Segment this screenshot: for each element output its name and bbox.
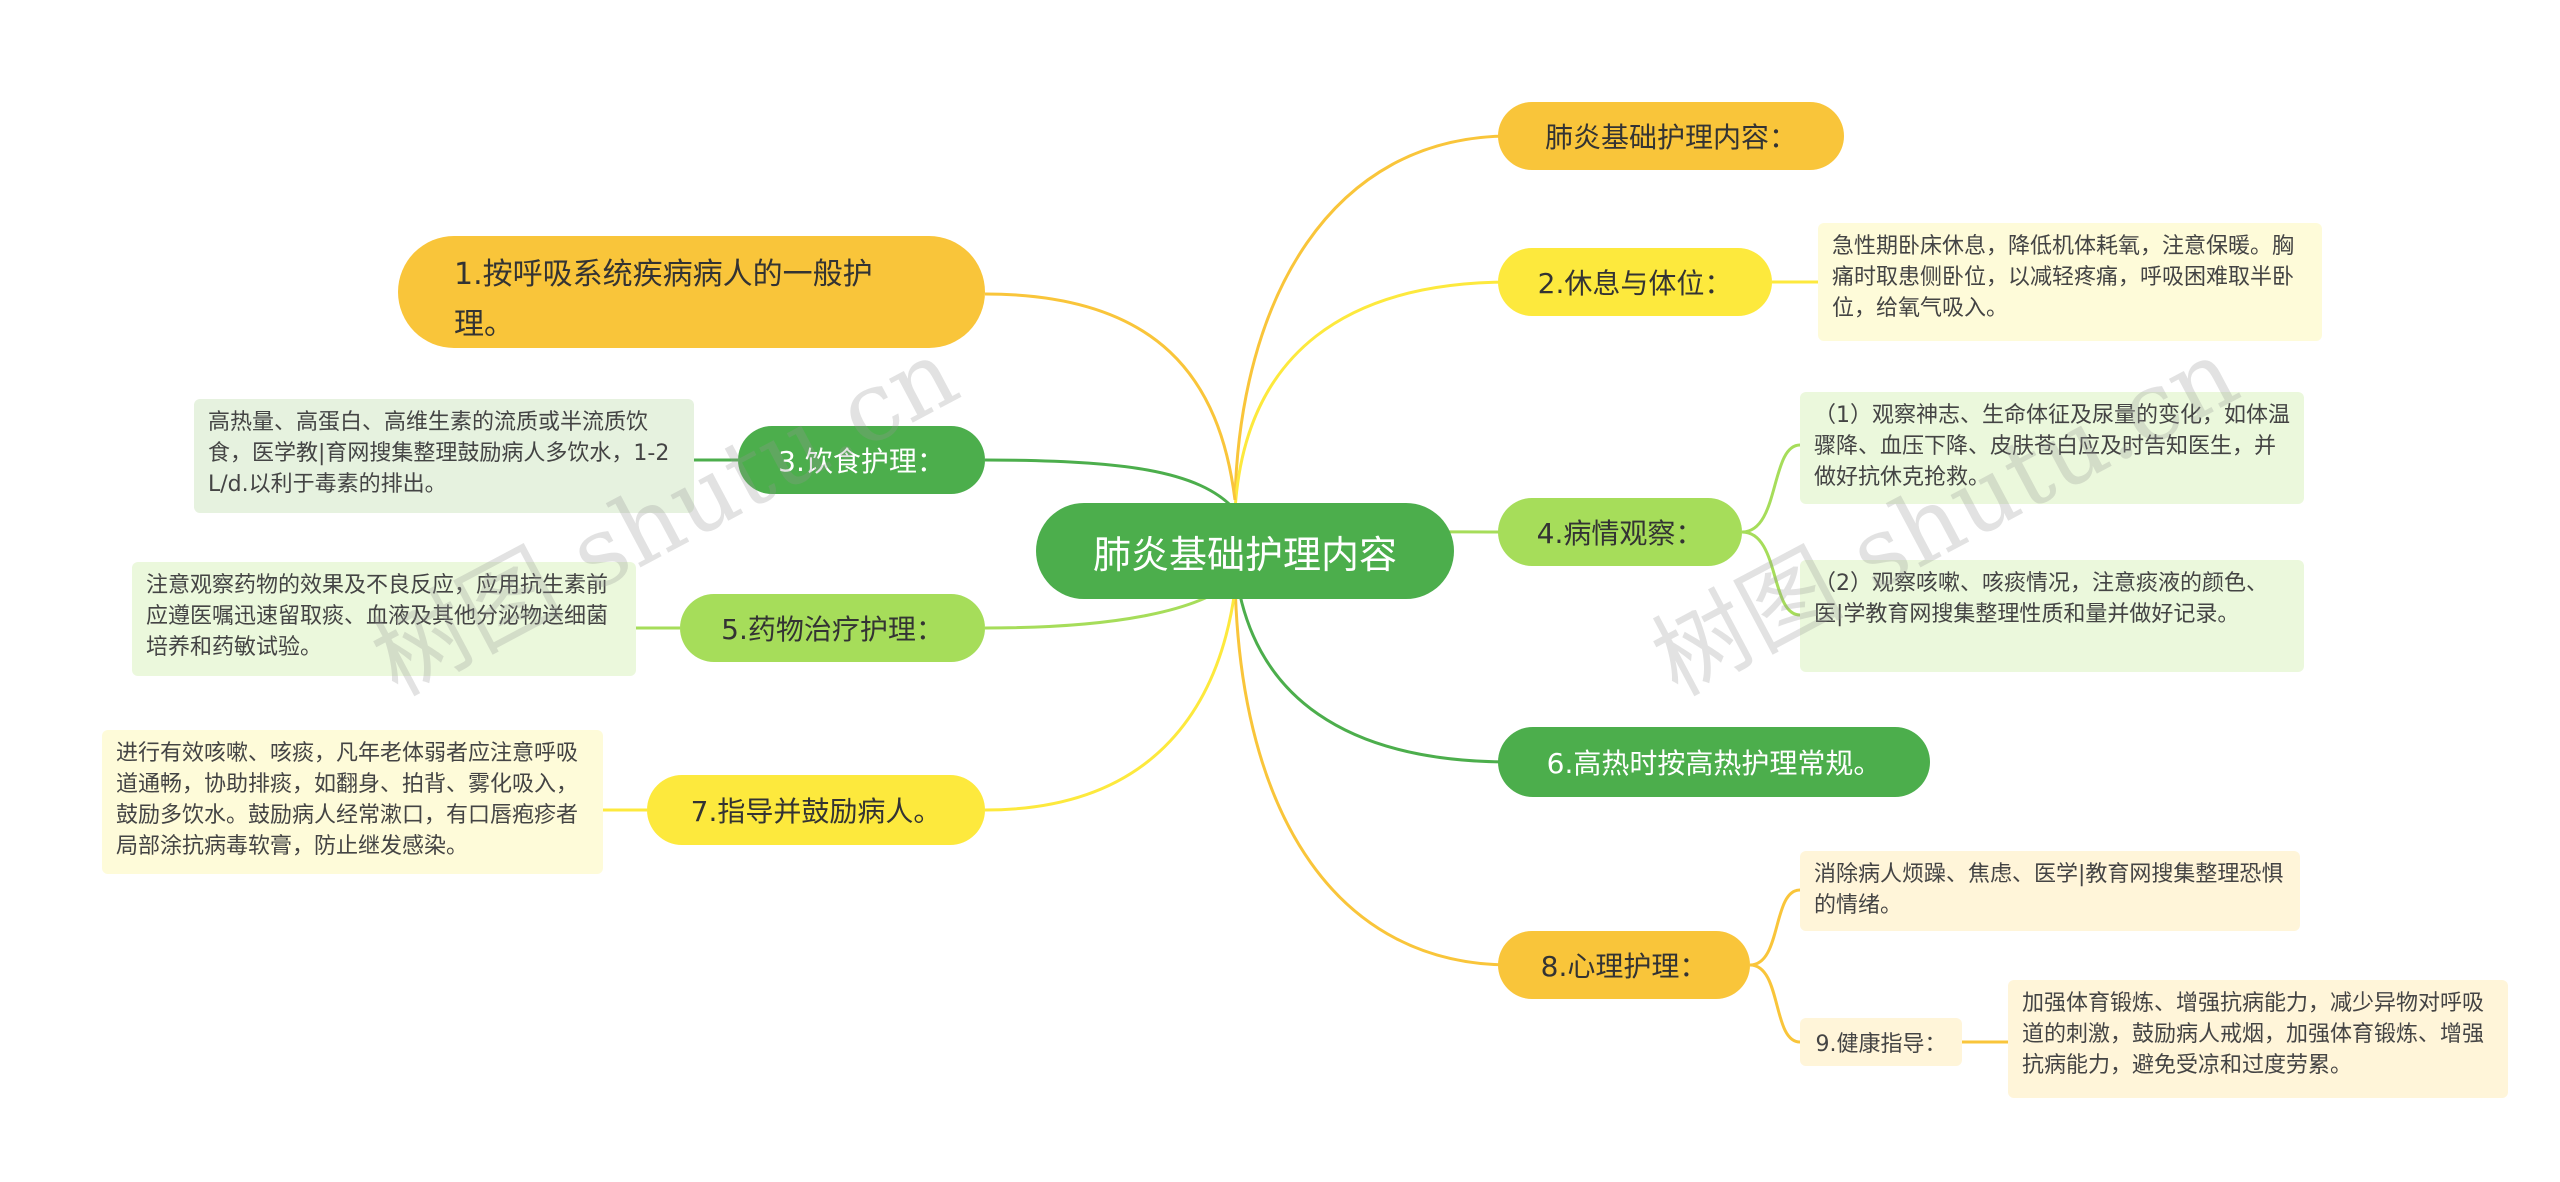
- note-b7: 进行有效咳嗽、咳痰，凡年老体弱者应注意呼吸道通畅，协助排痰，如翻身、拍背、雾化吸…: [102, 730, 603, 874]
- note-b5: 注意观察药物的效果及不良反应，应用抗生素前应遵医嘱迅速留取痰、血液及其他分泌物送…: [132, 562, 636, 676]
- link-b8-note: [1749, 888, 1801, 967]
- topic-b2-label: 2.休息与体位：: [1537, 267, 1733, 300]
- topic-b1[interactable]: 1.按呼吸系统疾病病人的一般护理。: [398, 236, 985, 348]
- topic-b1-label: 1.按呼吸系统疾病病人的一般护理。: [454, 257, 873, 342]
- link-root-b3: [984, 458, 1237, 511]
- link-b8-sub: [1749, 963, 1801, 1044]
- link-root-b6: [1233, 564, 1511, 764]
- note-b2: 急性期卧床休息，降低机体耗氧，注意保暖。胸痛时取患侧卧位，以减轻疼痛，呼吸困难取…: [1818, 223, 2322, 341]
- note-b4-1-text: （1）观察神志、生命体征及尿量的变化，如体温骤降、血压下降、皮肤苍白应及时告知医…: [1814, 403, 2290, 490]
- topic-b4[interactable]: 4.病情观察：: [1498, 498, 1742, 566]
- link-root-b2: [1233, 280, 1511, 511]
- topic-b8[interactable]: 8.心理护理：: [1498, 931, 1750, 999]
- topic-b2[interactable]: 2.休息与体位：: [1498, 248, 1772, 316]
- note-b8: 消除病人烦躁、焦虑、医学|教育网搜集整理恐惧的情绪。: [1800, 851, 2300, 931]
- topic-b5[interactable]: 5.药物治疗护理：: [680, 594, 985, 662]
- topic-b3[interactable]: 3.饮食护理：: [738, 426, 985, 494]
- root-topic-label: 肺炎基础护理内容: [1092, 532, 1397, 577]
- note-b9-text: 加强体育锻炼、增强抗病能力，减少异物对呼吸道的刺激，鼓励病人戒烟，加强体育锻炼、…: [2022, 991, 2485, 1078]
- note-b9: 加强体育锻炼、增强抗病能力，减少异物对呼吸道的刺激，鼓励病人戒烟，加强体育锻炼、…: [2008, 980, 2508, 1098]
- link-b4-note2: [1741, 530, 1801, 617]
- note-b4-2-text: （2）观察咳嗽、咳痰情况，注意痰液的颜色、医|学教育网搜集整理性质和量并做好记录…: [1814, 571, 2268, 627]
- link-root-b7: [984, 589, 1237, 812]
- note-b3-text: 高热量、高蛋白、高维生素的流质或半流质饮食，医学教|育网搜集整理鼓励病人多饮水，…: [208, 410, 670, 497]
- topic-b6-label: 6.高热时按高热护理常规。: [1546, 747, 1882, 780]
- topic-b0-label: 肺炎基础护理内容：: [1544, 121, 1797, 154]
- topic-b0[interactable]: 肺炎基础护理内容：: [1498, 102, 1844, 170]
- topic-b9-label: 9.健康指导：: [1815, 1032, 1947, 1057]
- topic-b3-label: 3.饮食护理：: [778, 445, 945, 478]
- note-b3: 高热量、高蛋白、高维生素的流质或半流质饮食，医学教|育网搜集整理鼓励病人多饮水，…: [194, 399, 694, 513]
- link-b4-note1: [1741, 443, 1801, 534]
- link-root-b8: [1233, 579, 1511, 967]
- note-b5-text: 注意观察药物的效果及不良反应，应用抗生素前应遵医嘱迅速留取痰、血液及其他分泌物送…: [146, 573, 609, 660]
- note-b4-1: （1）观察神志、生命体征及尿量的变化，如体温骤降、血压下降、皮肤苍白应及时告知医…: [1800, 392, 2304, 504]
- link-root-b0: [1233, 134, 1511, 501]
- note-b4-2: （2）观察咳嗽、咳痰情况，注意痰液的颜色、医|学教育网搜集整理性质和量并做好记录…: [1800, 560, 2304, 672]
- topic-b7-label: 7.指导并鼓励病人。: [690, 795, 942, 828]
- topic-b4-label: 4.病情观察：: [1536, 517, 1704, 550]
- note-b7-text: 进行有效咳嗽、咳痰，凡年老体弱者应注意呼吸道通畅，协助排痰，如翻身、拍背、雾化吸…: [116, 741, 579, 859]
- topic-b5-label: 5.药物治疗护理：: [721, 613, 944, 646]
- topic-b7[interactable]: 7.指导并鼓励病人。: [647, 775, 985, 845]
- note-b2-text: 急性期卧床休息，降低机体耗氧，注意保暖。胸痛时取患侧卧位，以减轻疼痛，呼吸困难取…: [1832, 234, 2295, 321]
- note-b8-text: 消除病人烦躁、焦虑、医学|教育网搜集整理恐惧的情绪。: [1814, 862, 2284, 918]
- root-topic[interactable]: 肺炎基础护理内容: [1036, 503, 1454, 599]
- topic-b8-label: 8.心理护理：: [1540, 950, 1708, 983]
- topic-b6[interactable]: 6.高热时按高热护理常规。: [1498, 727, 1930, 797]
- topic-b9[interactable]: 9.健康指导：: [1800, 1018, 1962, 1066]
- link-root-b1: [984, 292, 1237, 501]
